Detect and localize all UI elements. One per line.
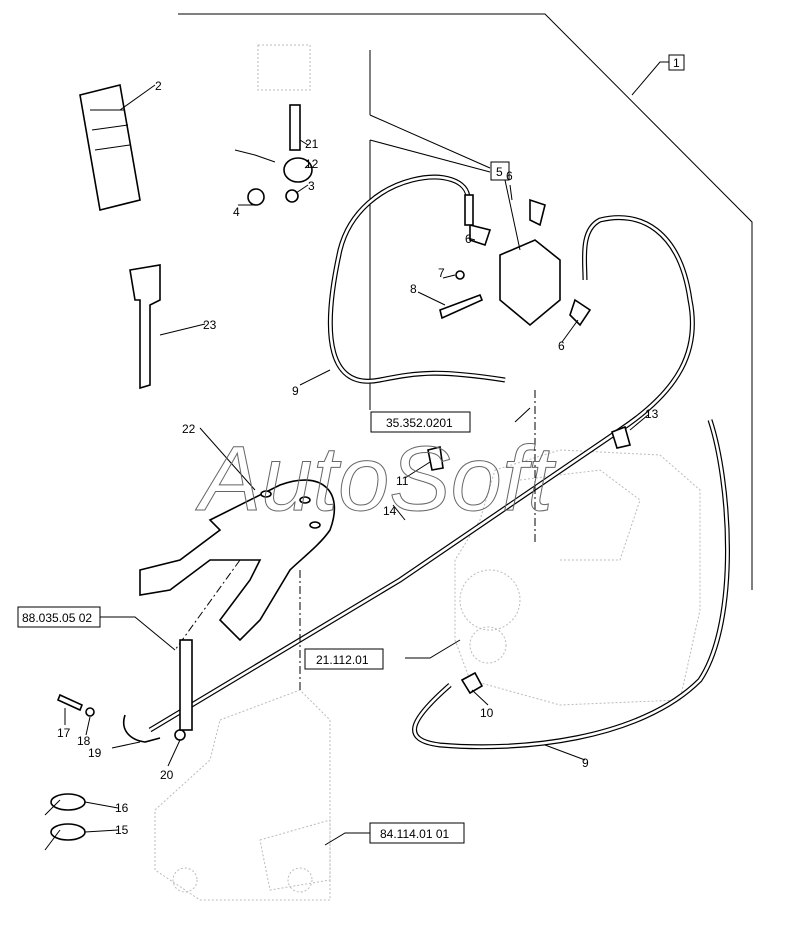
reference-35-352-0201[interactable]: 35.352.0201 [370, 411, 471, 433]
callout-14[interactable]: 14 [383, 504, 397, 518]
valve-block [439, 194, 592, 327]
cable-tie-16 [44, 793, 86, 816]
svg-text:5: 5 [496, 165, 503, 179]
frame-ghost [154, 689, 331, 901]
callout-12[interactable]: 12 [305, 157, 319, 171]
callout-23[interactable]: 23 [203, 318, 217, 332]
callout-22[interactable]: 22 [182, 422, 196, 436]
callout-6a[interactable]: 6 [506, 169, 513, 183]
callout-17[interactable]: 17 [57, 726, 71, 740]
svg-text:35.352.0201: 35.352.0201 [386, 416, 453, 430]
hose-14 [148, 215, 695, 733]
svg-text:84.114.01 01: 84.114.01 01 [380, 827, 450, 841]
callout-16[interactable]: 16 [115, 801, 129, 815]
clip-13 [611, 425, 631, 449]
callout-15[interactable]: 15 [115, 823, 129, 837]
callout-3[interactable]: 3 [308, 179, 315, 193]
callout-18[interactable]: 18 [77, 734, 91, 748]
callout-8[interactable]: 8 [410, 282, 417, 296]
callout-6b[interactable]: 6 [465, 232, 472, 246]
svg-text:21.112.01: 21.112.01 [316, 653, 369, 667]
callout-21[interactable]: 21 [305, 137, 319, 151]
fittings-19-20 [123, 639, 193, 743]
fork-plate-22 [139, 479, 336, 642]
callout-box-5[interactable]: 5 [490, 161, 510, 181]
callout-9a[interactable]: 9 [292, 384, 299, 398]
svg-text:88.035.05 02: 88.035.05 02 [22, 611, 92, 625]
tool-bracket-23 [129, 264, 161, 390]
callout-9b[interactable]: 9 [582, 756, 589, 770]
callout-box-1[interactable]: 1 [668, 54, 685, 71]
callout-4[interactable]: 4 [233, 205, 240, 219]
cable-tie-15 [44, 823, 86, 851]
callout-13[interactable]: 13 [645, 407, 659, 421]
watermark: AutoSoft [195, 428, 556, 530]
fitting-10 [460, 671, 484, 695]
transmission-ghost [454, 449, 701, 706]
callout-6c[interactable]: 6 [558, 339, 565, 353]
assembly-boundary [178, 13, 753, 590]
manual-booklet [79, 84, 141, 211]
callout-19[interactable]: 19 [88, 746, 102, 760]
bolt-17 [56, 693, 95, 717]
callout-11[interactable]: 11 [396, 474, 409, 488]
reference-84-114-01-01[interactable]: 84.114.01 01 [369, 822, 465, 844]
reference-21-112-01[interactable]: 21.112.01 [304, 648, 384, 670]
callout-2[interactable]: 2 [155, 79, 162, 93]
solenoid-12 [234, 104, 313, 206]
callout-20[interactable]: 20 [160, 768, 174, 782]
hose-9-upper [327, 174, 506, 384]
reference-88-035-05-02[interactable]: 88.035.05 02 [17, 606, 101, 628]
callout-7[interactable]: 7 [438, 266, 445, 280]
clip-11 [427, 446, 444, 471]
svg-text:1: 1 [673, 56, 680, 70]
callout-10[interactable]: 10 [480, 706, 494, 720]
hose-9-lower [412, 419, 730, 750]
